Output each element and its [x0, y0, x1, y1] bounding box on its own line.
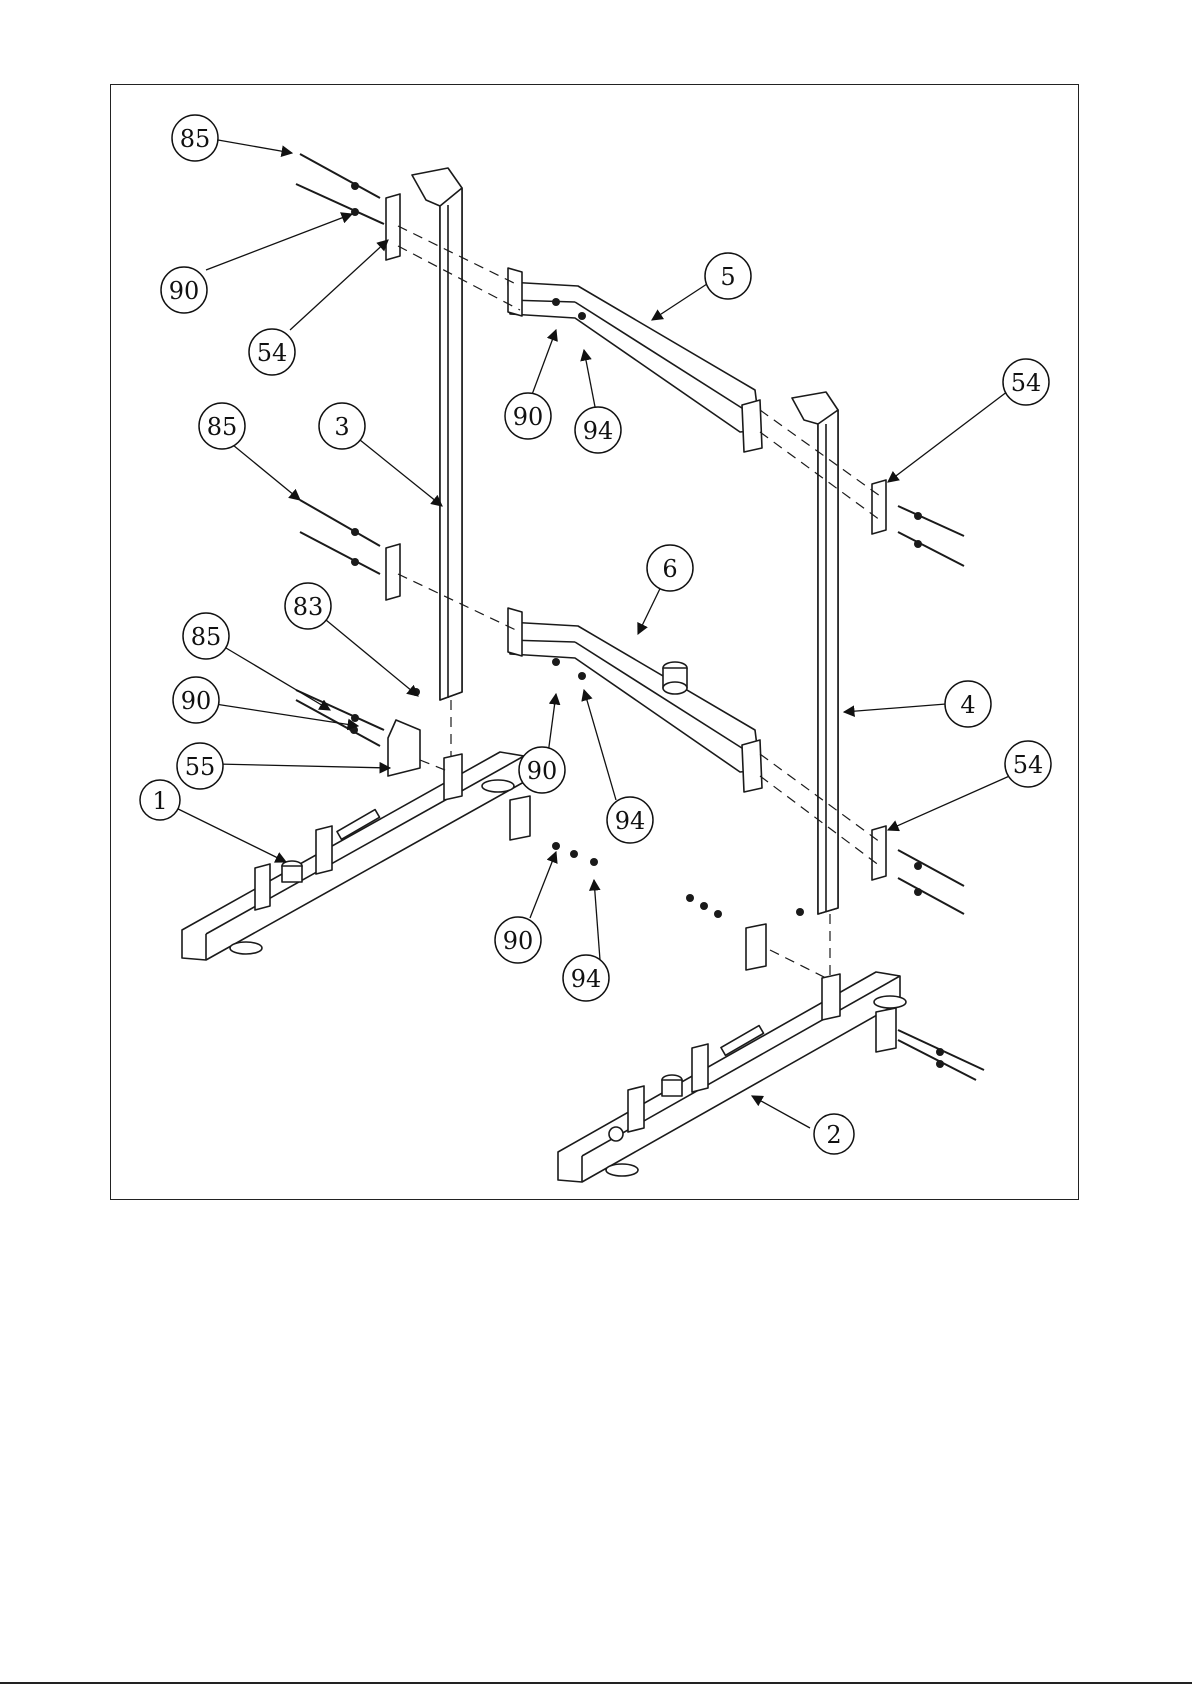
gusset-part-55	[388, 720, 420, 776]
svg-text:90: 90	[527, 757, 558, 785]
callout-1: 1	[140, 780, 180, 820]
callout-2: 2	[814, 1114, 854, 1154]
svg-text:85: 85	[180, 125, 211, 153]
bracket-part-54-top	[386, 194, 400, 260]
callout-94-upper-crossbar: 94	[575, 407, 621, 453]
svg-text:94: 94	[583, 417, 614, 445]
bracket-part-54-right-lower	[872, 826, 886, 880]
callout-90-top: 90	[161, 267, 207, 313]
callout-85-lower: 85	[183, 613, 229, 659]
base-part-1	[182, 752, 530, 960]
callout-94-base: 94	[563, 955, 609, 1001]
svg-text:85: 85	[191, 623, 222, 651]
upright-part-4	[792, 392, 838, 914]
page-bottom-rule	[0, 1682, 1192, 1684]
callout-3: 3	[319, 403, 365, 449]
svg-text:54: 54	[257, 339, 288, 367]
bracket-part-54-middle	[386, 544, 400, 600]
svg-text:85: 85	[207, 413, 238, 441]
base-part-2	[558, 924, 906, 1182]
upright-part-3	[412, 168, 462, 700]
svg-text:2: 2	[826, 1121, 841, 1149]
svg-text:90: 90	[513, 403, 544, 431]
callout-54-right-upper: 54	[1003, 359, 1049, 405]
callout-90-lower-left: 90	[173, 677, 219, 723]
svg-text:3: 3	[334, 413, 349, 441]
callout-54-right-lower: 54	[1005, 741, 1051, 787]
svg-text:54: 54	[1011, 369, 1042, 397]
callout-90-lower-crossbar: 90	[519, 747, 565, 793]
callout-55: 55	[177, 743, 223, 789]
svg-text:55: 55	[185, 753, 216, 781]
svg-text:94: 94	[571, 965, 602, 993]
svg-text:90: 90	[169, 277, 200, 305]
bracket-part-54-right-upper	[872, 480, 886, 534]
callout-85-middle: 85	[199, 403, 245, 449]
svg-text:5: 5	[720, 263, 735, 291]
callout-4: 4	[945, 681, 991, 727]
svg-text:90: 90	[503, 927, 534, 955]
callout-85-top: 85	[172, 115, 218, 161]
svg-text:54: 54	[1013, 751, 1044, 779]
svg-text:94: 94	[615, 807, 646, 835]
callout-94-lower-crossbar: 94	[607, 797, 653, 843]
callout-90-upper-crossbar: 90	[505, 393, 551, 439]
svg-text:83: 83	[293, 593, 324, 621]
svg-text:6: 6	[662, 555, 677, 583]
svg-text:1: 1	[152, 787, 167, 815]
svg-text:90: 90	[181, 687, 212, 715]
callout-6: 6	[647, 545, 693, 591]
callout-90-base: 90	[495, 917, 541, 963]
callout-83: 83	[285, 583, 331, 629]
svg-text:4: 4	[960, 691, 975, 719]
callout-54-top: 54	[249, 329, 295, 375]
callout-5: 5	[705, 253, 751, 299]
